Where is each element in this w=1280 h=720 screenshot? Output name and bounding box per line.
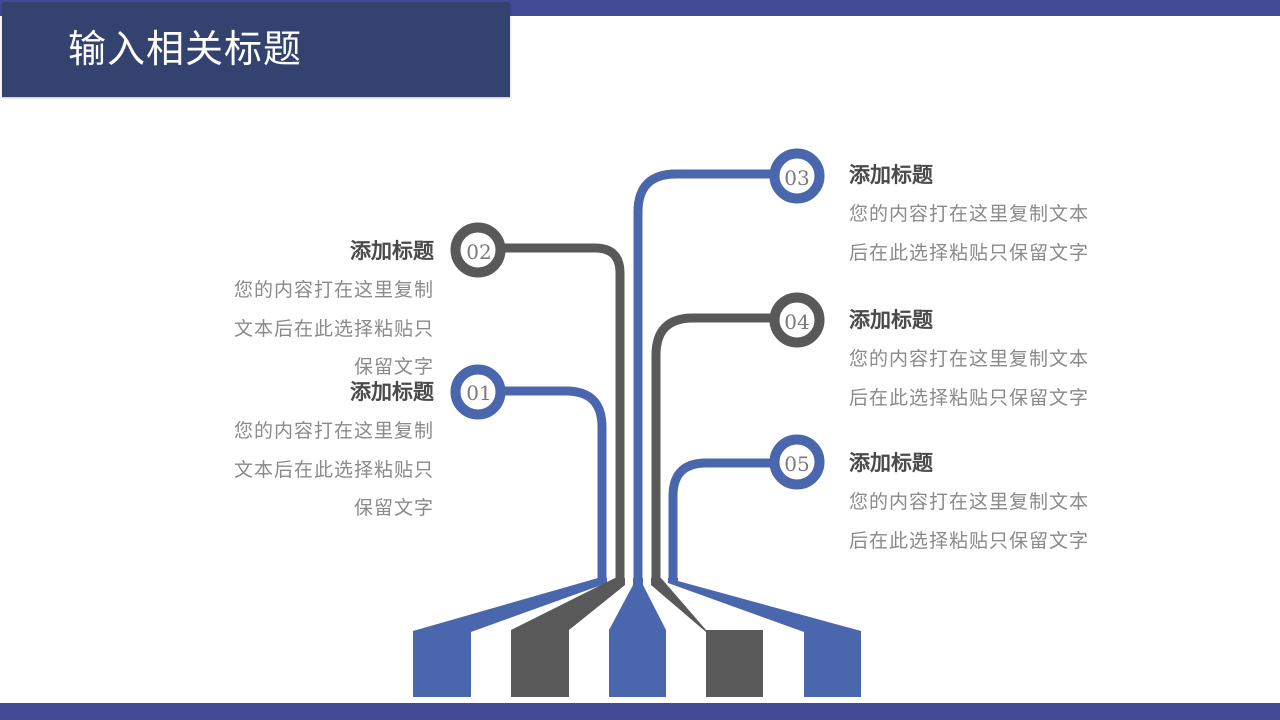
node-number-04: 04 bbox=[784, 310, 810, 334]
base-block-02 bbox=[511, 578, 625, 697]
body-line: 您的内容打在这里复制文本 bbox=[849, 203, 1090, 225]
base-block-04 bbox=[651, 578, 763, 697]
body-line: 后在此选择粘贴只保留文字 bbox=[849, 241, 1090, 264]
body-line: 您的内容打在这里复制文本 bbox=[849, 348, 1090, 370]
page-title: 输入相关标题 bbox=[68, 27, 303, 71]
base-block-05 bbox=[668, 578, 861, 697]
body-line: 后在此选择粘贴只保留文字 bbox=[849, 386, 1090, 409]
node-number-01: 01 bbox=[466, 381, 492, 405]
text-block-04: 添加标题 您的内容打在这里复制文本 后在此选择粘贴只保留文字 bbox=[849, 306, 1089, 417]
item-body: 您的内容打在这里复制 文本后在此选择粘贴只 保留文字 bbox=[234, 412, 434, 528]
title-banner: 输入相关标题 bbox=[2, 2, 510, 97]
bottom-accent-bar bbox=[0, 703, 1280, 720]
base-block-03 bbox=[609, 578, 666, 697]
base-block-01 bbox=[413, 578, 607, 697]
body-line: 您的内容打在这里复制文本 bbox=[849, 491, 1090, 513]
body-line: 后在此选择粘贴只保留文字 bbox=[849, 529, 1090, 552]
node-number-03: 03 bbox=[784, 166, 810, 190]
text-block-03: 添加标题 您的内容打在这里复制文本 后在此选择粘贴只保留文字 bbox=[849, 161, 1089, 272]
branch-line-03 bbox=[633, 169, 775, 600]
item-heading: 添加标题 bbox=[849, 450, 933, 475]
node-circle-03 bbox=[769, 148, 825, 204]
item-heading: 添加标题 bbox=[350, 238, 434, 263]
item-heading: 添加标题 bbox=[849, 162, 933, 187]
branch-line-05 bbox=[668, 458, 775, 582]
text-block-02: 添加标题 您的内容打在这里复制 文本后在此选择粘贴只 保留文字 bbox=[234, 237, 434, 378]
node-circle-01 bbox=[450, 364, 506, 420]
node-circle-05 bbox=[769, 434, 825, 490]
item-body: 您的内容打在这里复制文本 后在此选择粘贴只保留文字 bbox=[849, 195, 1089, 272]
body-line: 您的内容打在这里复制 bbox=[233, 420, 434, 442]
item-heading: 添加标题 bbox=[350, 379, 434, 404]
node-number-05: 05 bbox=[784, 452, 810, 476]
body-line: 文本后在此选择粘贴只 bbox=[233, 458, 434, 481]
node-circle-02 bbox=[450, 222, 506, 278]
text-block-05: 添加标题 您的内容打在这里复制文本 后在此选择粘贴只保留文字 bbox=[849, 449, 1089, 560]
body-line: 保留文字 bbox=[353, 497, 434, 519]
node-number-02: 02 bbox=[466, 240, 492, 264]
body-line: 保留文字 bbox=[353, 356, 434, 378]
node-circle-04 bbox=[769, 292, 825, 348]
text-block-01: 添加标题 您的内容打在这里复制 文本后在此选择粘贴只 保留文字 bbox=[234, 378, 434, 528]
branch-line-02 bbox=[500, 243, 625, 582]
body-line: 您的内容打在这里复制 bbox=[233, 279, 434, 301]
branch-line-01 bbox=[500, 386, 607, 582]
item-body: 您的内容打在这里复制文本 后在此选择粘贴只保留文字 bbox=[849, 483, 1089, 560]
item-heading: 添加标题 bbox=[849, 307, 933, 332]
item-body: 您的内容打在这里复制 文本后在此选择粘贴只 保留文字 bbox=[234, 271, 434, 378]
branch-line-04 bbox=[651, 313, 775, 582]
body-line: 文本后在此选择粘贴只 bbox=[233, 317, 434, 340]
item-body: 您的内容打在这里复制文本 后在此选择粘贴只保留文字 bbox=[849, 340, 1089, 417]
